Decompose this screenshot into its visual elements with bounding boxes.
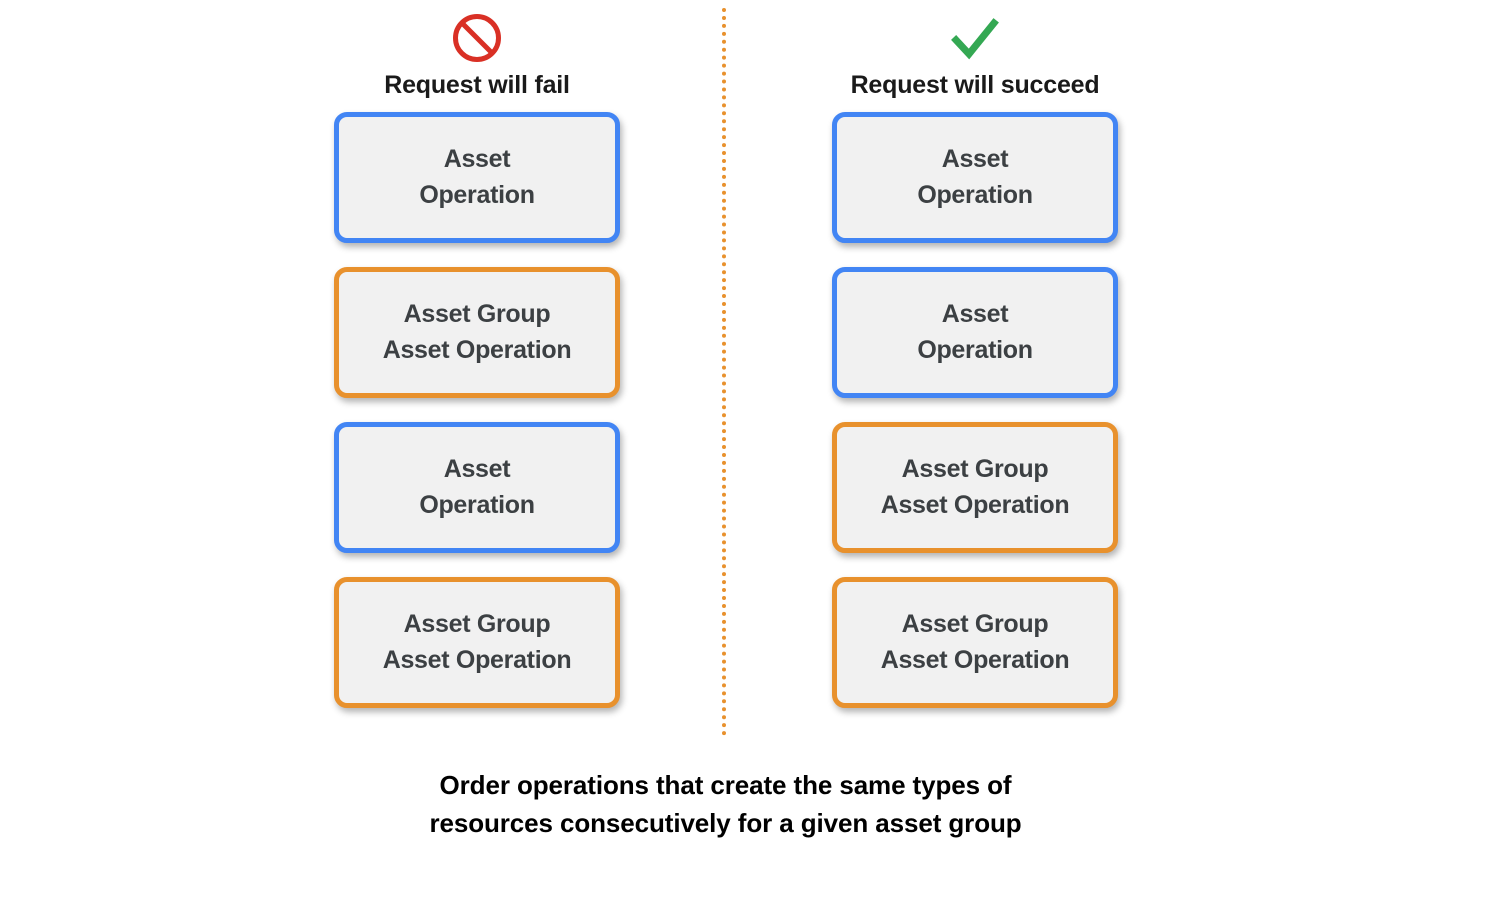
prohibition-icon	[453, 14, 501, 62]
column-header-succeed: Request will succeed	[792, 10, 1158, 100]
box-stack-fail: Asset Operation Asset Group Asset Operat…	[334, 112, 620, 732]
box-asset-group-asset-operation: Asset Group Asset Operation	[334, 577, 620, 708]
box-asset-group-asset-operation: Asset Group Asset Operation	[334, 267, 620, 398]
checkmark-icon	[951, 18, 999, 60]
box-asset-group-asset-operation: Asset Group Asset Operation	[832, 577, 1118, 708]
box-label: Asset Operation	[917, 145, 1033, 209]
box-asset-operation: Asset Operation	[334, 422, 620, 553]
column-title-fail: Request will fail	[384, 71, 570, 99]
column-divider	[722, 8, 726, 736]
box-label: Asset Operation	[419, 455, 535, 519]
box-label: Asset Group Asset Operation	[880, 610, 1070, 674]
box-asset-operation: Asset Operation	[334, 112, 620, 243]
box-stack-succeed: Asset Operation Asset Operation Asset Gr…	[832, 112, 1118, 732]
box-label: Asset Group Asset Operation	[382, 300, 572, 364]
box-label: Asset Group Asset Operation	[382, 610, 572, 674]
column-header-fail: Request will fail	[294, 10, 660, 100]
box-label: Asset Operation	[917, 300, 1033, 364]
box-asset-operation: Asset Operation	[832, 267, 1118, 398]
diagram-caption: Order operations that create the same ty…	[429, 770, 1022, 839]
column-title-succeed: Request will succeed	[850, 71, 1100, 99]
box-label: Asset Group Asset Operation	[880, 455, 1070, 519]
box-asset-operation: Asset Operation	[832, 112, 1118, 243]
box-label: Asset Operation	[419, 145, 535, 209]
box-asset-group-asset-operation: Asset Group Asset Operation	[832, 422, 1118, 553]
